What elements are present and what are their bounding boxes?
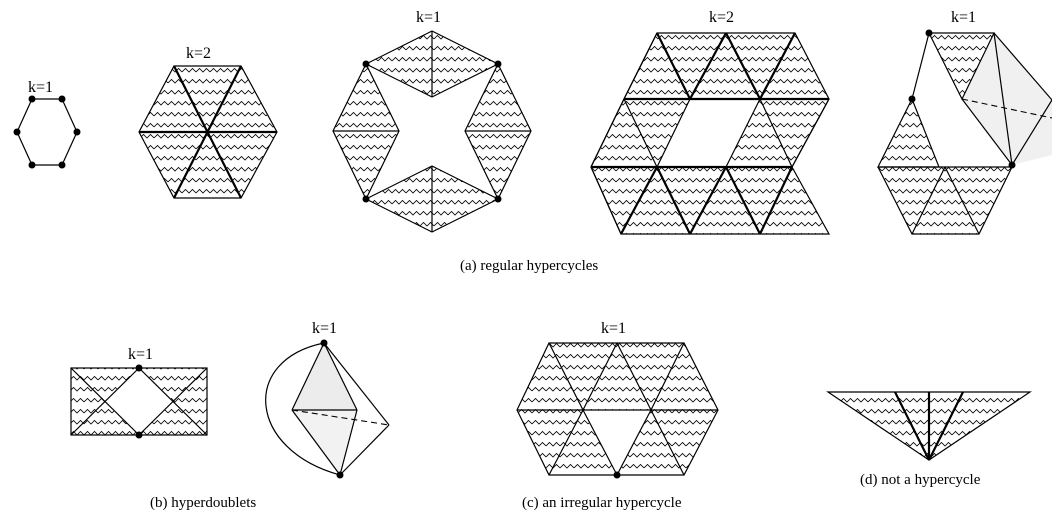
irregular-hypercycle: k=1 (516, 320, 719, 479)
k-label-triangle-grid: k=2 (709, 9, 734, 26)
k-label-hexagon-triangles: k=2 (186, 45, 211, 62)
caption-d: (d) not a hypercycle (860, 472, 981, 488)
folded-hypercycle: k=1 (877, 9, 1052, 235)
caption-c: (c) an irregular hypercycle (522, 495, 682, 511)
triangle-grid-large: k=2 (590, 9, 831, 235)
k-label-four-diamonds: k=1 (416, 9, 441, 26)
k-label-tetra: k=1 (312, 320, 337, 337)
hyperdoublet-rectangle: k=1 (70, 346, 208, 439)
k-label-folded: k=1 (951, 9, 976, 26)
caption-b: (b) hyperdoublets (150, 495, 256, 511)
k-label-irregular: k=1 (601, 320, 626, 337)
hexagon-triangles: k=2 (138, 45, 278, 199)
hexagon-cycle: k=1 (13, 79, 81, 169)
k-label-hexagon: k=1 (28, 79, 53, 96)
four-diamonds: k=1 (332, 9, 532, 233)
non-hypercycle (826, 391, 1032, 461)
k-label-rectangle: k=1 (128, 346, 153, 363)
hyperdoublet-tetra: k=1 (265, 320, 390, 479)
caption-a: (a) regular hypercycles (460, 258, 598, 274)
